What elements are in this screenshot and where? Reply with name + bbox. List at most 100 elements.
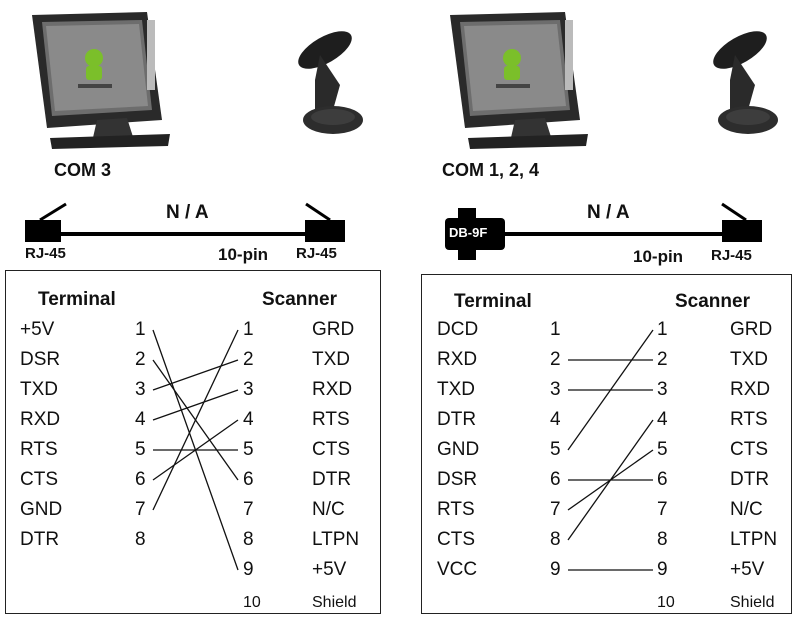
scanner-signal: RXD — [730, 379, 771, 400]
pos-terminal-left — [22, 10, 172, 150]
terminal-pin: 6 — [550, 469, 561, 490]
scanner-pin: 2 — [243, 349, 254, 370]
terminal-signal: DCD — [437, 319, 479, 340]
terminal-signal: TXD — [437, 379, 475, 400]
scanner-pin: 5 — [657, 439, 668, 460]
scanner-pin: 4 — [243, 409, 254, 430]
wire — [152, 359, 239, 391]
terminal-header-left: Terminal — [38, 289, 116, 310]
scanner-pin: 5 — [243, 439, 254, 460]
pinout-panel-right — [421, 274, 792, 614]
scanner-pin: 7 — [657, 499, 668, 520]
scanner-signal: +5V — [312, 559, 347, 580]
wire — [152, 419, 239, 481]
scanner-pin: 6 — [657, 469, 668, 490]
scanner-header-left: Scanner — [262, 289, 337, 310]
terminal-pin: 5 — [135, 439, 146, 460]
scanner-signal: CTS — [312, 439, 350, 460]
terminal-header-right: Terminal — [454, 291, 532, 312]
terminal-pin: 7 — [550, 499, 561, 520]
scanner-signal: N/C — [312, 499, 345, 520]
terminal-connector-right: DB-9F — [449, 225, 488, 240]
pos-terminal-icon — [450, 12, 588, 149]
terminal-pin: 3 — [135, 379, 146, 400]
scanner-pin: 1 — [243, 319, 254, 340]
terminal-pin: 5 — [550, 439, 561, 460]
barcode-scanner-left — [285, 25, 375, 145]
scanner-pin: 3 — [657, 379, 668, 400]
scanner-pin: 8 — [657, 529, 668, 550]
scanner-pin: 10 — [243, 594, 261, 611]
pos-terminal-icon — [32, 12, 170, 149]
scanner-pin: 1 — [657, 319, 668, 340]
terminal-signal: RXD — [20, 409, 61, 430]
terminal-signal: CTS — [20, 469, 58, 490]
scanner-signal: +5V — [730, 559, 765, 580]
scanner-signal: RTS — [730, 409, 768, 430]
scanner-signal: GRD — [730, 319, 773, 340]
barcode-scanner-right — [700, 25, 790, 145]
scanner-signal: TXD — [312, 349, 350, 370]
wire — [152, 329, 239, 511]
port-label-left: COM 3 — [54, 160, 112, 180]
terminal-signal: TXD — [20, 379, 58, 400]
cable-label-left: N / A — [166, 202, 209, 223]
pos-terminal-right — [440, 10, 590, 150]
barcode-scanner-icon — [298, 31, 363, 134]
wire — [567, 419, 654, 541]
pinout-panel-left — [5, 270, 381, 614]
scanner-signal: LTPN — [730, 529, 778, 550]
scanner-pin: 4 — [657, 409, 668, 430]
scanner-signal: Shield — [730, 594, 775, 611]
scanner-connector-left: RJ-45 — [296, 245, 337, 262]
scanner-pin: 9 — [657, 559, 668, 580]
terminal-signal: RTS — [20, 439, 58, 460]
terminal-signal: RXD — [437, 349, 478, 370]
scanner-signal: RTS — [312, 409, 350, 430]
terminal-pin: 6 — [135, 469, 146, 490]
terminal-pin: 1 — [550, 319, 561, 340]
terminal-signal: DTR — [437, 409, 477, 430]
terminal-connector-left: RJ-45 — [25, 245, 66, 262]
scanner-signal: RXD — [312, 379, 353, 400]
terminal-signal: GND — [437, 439, 480, 460]
scanner-signal: DTR — [730, 469, 770, 490]
scanner-pin: 9 — [243, 559, 254, 580]
cable-label-right: N / A — [587, 202, 630, 223]
scanner-pin: 3 — [243, 379, 254, 400]
terminal-signal: DTR — [20, 529, 60, 550]
terminal-signal: DSR — [437, 469, 478, 490]
terminal-signal: VCC — [437, 559, 478, 580]
scanner-signal: TXD — [730, 349, 768, 370]
scanner-signal: GRD — [312, 319, 355, 340]
terminal-signal: RTS — [437, 499, 475, 520]
terminal-pin: 7 — [135, 499, 146, 520]
terminal-pin: 2 — [550, 349, 561, 370]
scanner-signal: DTR — [312, 469, 352, 490]
scanner-pin: 2 — [657, 349, 668, 370]
scanner-signal: LTPN — [312, 529, 360, 550]
scanner-pin: 7 — [243, 499, 254, 520]
terminal-pin: 8 — [135, 529, 146, 550]
scanner-connector-prefix-right: 10-pin — [633, 247, 684, 266]
terminal-signal: +5V — [20, 319, 55, 340]
scanner-connector-right: RJ-45 — [711, 247, 752, 264]
scanner-connector-prefix-left: 10-pin — [218, 245, 269, 264]
terminal-pin: 3 — [550, 379, 561, 400]
scanner-pin: 8 — [243, 529, 254, 550]
terminal-signal: GND — [20, 499, 63, 520]
barcode-scanner-icon — [713, 31, 778, 134]
terminal-pin: 2 — [135, 349, 146, 370]
wire — [152, 389, 239, 421]
terminal-pin: 4 — [135, 409, 146, 430]
terminal-pin: 8 — [550, 529, 561, 550]
scanner-pin: 6 — [243, 469, 254, 490]
terminal-pin: 1 — [135, 319, 146, 340]
scanner-header-right: Scanner — [675, 291, 750, 312]
terminal-signal: DSR — [20, 349, 61, 370]
terminal-pin: 4 — [550, 409, 561, 430]
wire — [567, 329, 654, 451]
